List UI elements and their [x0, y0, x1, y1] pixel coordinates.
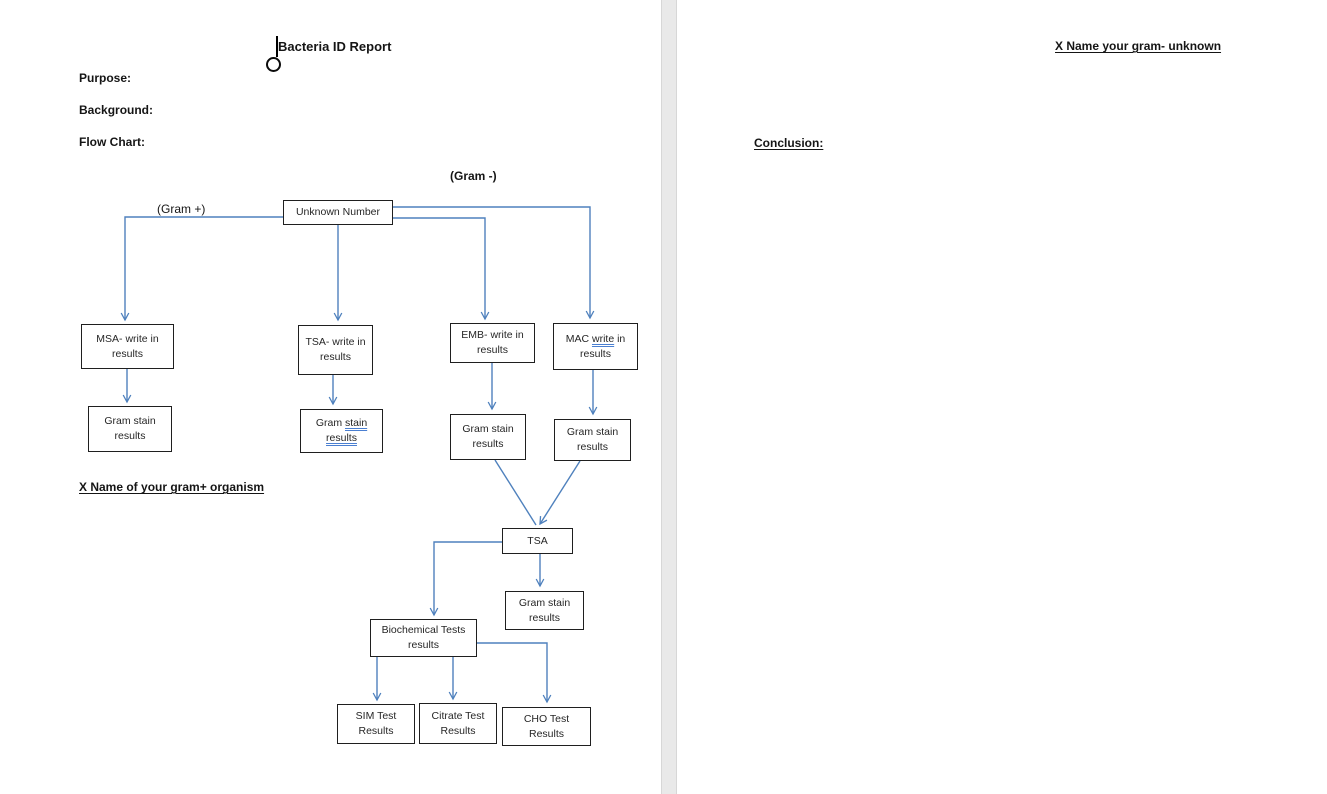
flowchart-box-label: Citrate Test Results — [431, 709, 485, 737]
flowchart-box-label: CHO Test Results — [523, 712, 570, 740]
label-gram-negative: (Gram -) — [450, 169, 497, 183]
flowchart-box-gram-stain-mac[interactable]: Gram stain results — [554, 419, 631, 461]
flowchart-box-label: Gram stain results — [518, 596, 571, 624]
flowchart-box-label: SIM Test Results — [355, 710, 397, 737]
heading-conclusion: Conclusion: — [754, 136, 824, 150]
flowchart-box-tsa-write[interactable]: TSA- write in results — [298, 325, 373, 375]
flowchart-box-gram-stain-tsa[interactable]: Gram stain results — [300, 409, 383, 453]
heading-gram-negative-name: X Name your gram- unknown — [1055, 39, 1222, 53]
flowchart-box-emb[interactable]: EMB- write in results — [450, 323, 535, 363]
flowchart-box-label: MAC write in results — [565, 332, 626, 360]
flowchart-box-gram-stain-msa[interactable]: Gram stain results — [88, 406, 172, 452]
heading-background: Background: — [79, 103, 154, 117]
flowchart-box-cho[interactable]: CHO Test Results — [502, 707, 591, 746]
connector-biochemical-to-cho — [477, 642, 552, 704]
flowchart-connectors — [120, 206, 598, 704]
connector-tsa-to-biochemical — [429, 541, 502, 617]
grammar-underlined-text: stain results — [326, 417, 368, 444]
page-divider — [661, 0, 677, 794]
connector-unknown-to-mac — [393, 206, 595, 320]
page-1: Bacteria ID Report Purpose: Background: … — [0, 0, 661, 794]
connector-gramstain-emb-to-tsa — [494, 459, 537, 526]
flowchart-box-mac[interactable]: MAC write in results — [553, 323, 638, 370]
page-title: Bacteria ID Report — [278, 39, 392, 54]
page-2: X Name your gram- unknown Conclusion: — [677, 0, 1327, 794]
circle-shape[interactable] — [266, 57, 281, 72]
text-cursor — [276, 36, 278, 57]
flowchart-box-unknown-number[interactable]: Unknown Number — [283, 200, 393, 225]
connector-gramstain-mac-to-tsa — [539, 460, 581, 526]
flowchart-box-label: MSA- write in results — [96, 332, 159, 360]
flowchart-box-gram-stain-emb[interactable]: Gram stain results — [450, 414, 526, 460]
flowchart-box-label: TSA- write in results — [305, 336, 366, 363]
flowchart-box-citrate[interactable]: Citrate Test Results — [419, 703, 497, 744]
grammar-underlined-text: write — [591, 332, 615, 345]
heading-flow-chart: Flow Chart: — [79, 135, 145, 149]
flowchart-box-sim[interactable]: SIM Test Results — [337, 704, 415, 744]
connector-unknown-to-emb — [393, 217, 490, 321]
flowchart-box-label: Gram stain results — [566, 426, 619, 453]
flowchart-box-label: EMB- write in results — [461, 329, 524, 356]
connector-unknown-to-msa — [120, 216, 283, 322]
flowchart-box-label: Biochemical Tests results — [381, 624, 466, 651]
heading-purpose: Purpose: — [79, 71, 132, 85]
flowchart-box-label: Gram stain results — [104, 415, 156, 442]
flowchart-box-tsa[interactable]: TSA — [502, 528, 573, 554]
flowchart-box-label: TSA — [527, 534, 548, 547]
flowchart-box-label: Gram stain results — [315, 417, 368, 444]
flowchart-box-label: Unknown Number — [295, 206, 381, 219]
flowchart-box-msa[interactable]: MSA- write in results — [81, 324, 174, 369]
flowchart-box-gram-stain-tsa2[interactable]: Gram stain results — [505, 591, 584, 630]
flowchart-box-biochemical[interactable]: Biochemical Tests results — [370, 619, 477, 657]
flowchart-box-label: Gram stain results — [462, 423, 514, 450]
heading-gram-positive-organism: X Name of your gram+ organism — [79, 480, 265, 494]
label-gram-positive: (Gram +) — [157, 202, 206, 216]
